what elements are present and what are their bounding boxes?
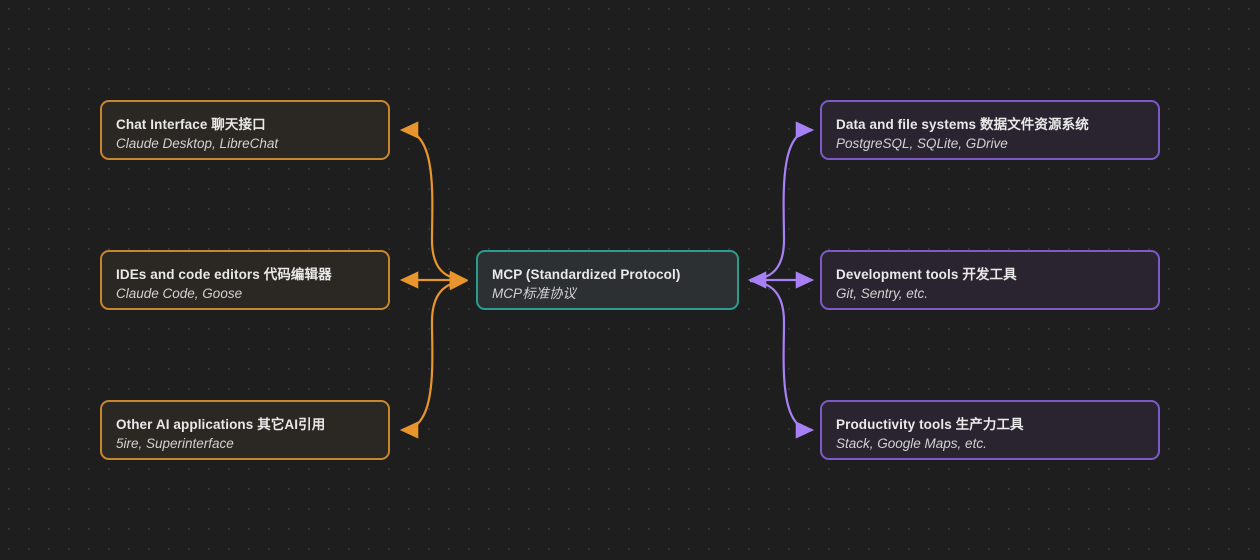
node-title: IDEs and code editors 代码编辑器	[116, 267, 332, 282]
node-subtitle: Stack, Google Maps, etc.	[836, 436, 987, 451]
node-ides-code-editors[interactable]: IDEs and code editors 代码编辑器 Claude Code,…	[100, 250, 390, 310]
node-other-ai-applications[interactable]: Other AI applications 其它AI引用 5ire, Super…	[100, 400, 390, 460]
node-subtitle: PostgreSQL, SQLite, GDrive	[836, 136, 1008, 151]
node-productivity-tools[interactable]: Productivity tools 生产力工具 Stack, Google M…	[820, 400, 1160, 460]
node-title: MCP (Standardized Protocol)	[492, 267, 681, 282]
edge-chat-mcp	[399, 121, 469, 288]
node-mcp[interactable]: MCP (Standardized Protocol) MCP标准协议	[476, 250, 739, 310]
node-data-file-systems[interactable]: Data and file systems 数据文件资源系统 PostgreSQ…	[820, 100, 1160, 160]
node-development-tools[interactable]: Development tools 开发工具 Git, Sentry, etc.	[820, 250, 1160, 310]
node-subtitle: Claude Desktop, LibreChat	[116, 136, 279, 151]
node-subtitle: 5ire, Superinterface	[116, 436, 234, 451]
node-subtitle: Git, Sentry, etc.	[836, 286, 929, 301]
edge-other-mcp	[399, 273, 469, 439]
node-subtitle: Claude Code, Goose	[116, 286, 243, 301]
node-title: Data and file systems 数据文件资源系统	[836, 117, 1089, 132]
node-chat-interface[interactable]: Chat Interface 聊天接口 Claude Desktop, Libr…	[100, 100, 390, 160]
node-title: Chat Interface 聊天接口	[116, 117, 266, 132]
edge-mcp-productivity	[749, 279, 815, 439]
edge-mcp-data	[749, 121, 815, 282]
node-subtitle: MCP标准协议	[492, 286, 576, 301]
node-title: Other AI applications 其它AI引用	[116, 417, 326, 432]
node-title: Development tools 开发工具	[836, 267, 1017, 282]
node-title: Productivity tools 生产力工具	[836, 417, 1024, 432]
